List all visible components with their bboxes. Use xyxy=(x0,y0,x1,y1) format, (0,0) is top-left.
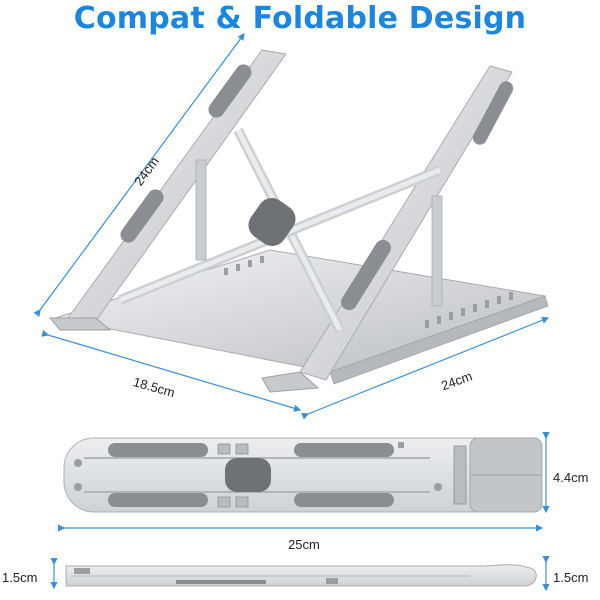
dim-label-folded-height: 4.4cm xyxy=(553,470,588,485)
dim-label-right-arm: 24cm xyxy=(439,368,474,393)
dim-label-folded-length: 25cm xyxy=(288,537,320,552)
folded-pad xyxy=(108,443,208,457)
folded-side-view: 1.5cm 1.5cm xyxy=(2,556,588,592)
page-title: Compat & Foldable Design xyxy=(73,1,527,36)
stand-pad xyxy=(472,81,514,145)
folded-top-view: 4.4cm 25cm xyxy=(58,432,588,552)
dim-label-side-right: 1.5cm xyxy=(553,570,588,585)
dim-label-side-left: 1.5cm xyxy=(2,570,37,585)
open-stand-view: 24cm 18.5cm 24cm xyxy=(33,33,550,420)
stand-pad xyxy=(341,239,391,311)
folded-pad xyxy=(294,493,394,507)
folded-knob xyxy=(225,458,271,492)
dim-label-base-depth: 18.5cm xyxy=(132,374,177,400)
folded-pad xyxy=(294,443,394,457)
dim-label-left-arm: 24cm xyxy=(131,154,162,189)
hinge-knob xyxy=(248,198,296,246)
folded-pad xyxy=(108,493,208,507)
